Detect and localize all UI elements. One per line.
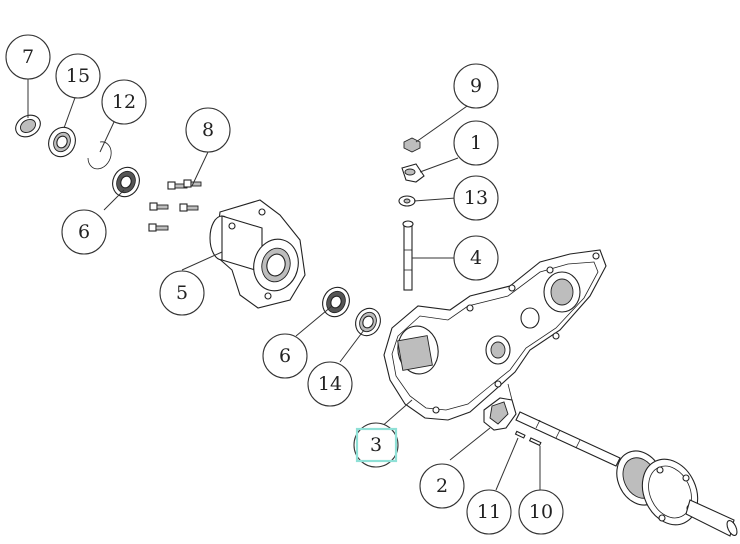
callout-7: 7 [5, 34, 51, 80]
part-2-shift-fork [483, 383, 517, 431]
callout-label: 7 [22, 46, 34, 68]
part-5-housing [209, 199, 306, 309]
leader-lines [27, 76, 541, 491]
callout-12: 12 [101, 79, 147, 125]
callout-label: 12 [112, 91, 136, 113]
part-12-circlip [87, 141, 112, 170]
callout-label: 11 [477, 501, 501, 523]
callout-4: 4 [453, 235, 499, 281]
callout-label: 15 [66, 65, 90, 87]
part-3-gearbox-case [383, 249, 607, 421]
callout-label: 6 [279, 345, 291, 367]
callout-label: 10 [529, 501, 553, 523]
part-4-shaft [402, 220, 414, 291]
callout-label: 5 [176, 282, 188, 304]
part-14-seal [355, 307, 381, 337]
callout-6-upper: 6 [61, 209, 107, 255]
callout-label: 9 [470, 75, 482, 97]
callout-label: 4 [470, 247, 482, 269]
callout-15: 15 [55, 53, 101, 99]
part-13-washer [398, 195, 416, 207]
selection-highlight-box [355, 427, 398, 463]
output-shaft-assembly [515, 411, 738, 537]
part-8-bolts [148, 179, 202, 232]
callout-2: 2 [419, 463, 465, 509]
callout-label: 3 [370, 434, 382, 456]
part-10-key [528, 437, 542, 447]
callout-label: 1 [470, 132, 482, 154]
part-11-key [514, 430, 526, 439]
callout-9: 9 [453, 63, 499, 109]
part-7-seal-cap [15, 114, 41, 138]
callout-6-lower: 6 [262, 333, 308, 379]
callout-13: 13 [453, 175, 499, 221]
callout-label: 6 [78, 221, 90, 243]
callout-label: 2 [436, 475, 448, 497]
part-15-seal [48, 126, 76, 158]
callout-14: 14 [307, 361, 353, 407]
callout-1: 1 [453, 120, 499, 166]
callout-10: 10 [518, 489, 564, 535]
callout-11: 11 [466, 489, 512, 535]
callout-label: 8 [202, 119, 214, 141]
part-6-bearing-upper [112, 166, 140, 198]
part-9-nut [403, 137, 421, 153]
callout-8: 8 [185, 107, 231, 153]
part-6-bearing-lower [322, 286, 350, 318]
callout-label: 13 [464, 187, 488, 209]
parts-drawing [15, 114, 738, 537]
part-1-lever [401, 163, 425, 183]
callout-3[interactable]: 3 [353, 422, 399, 468]
callout-label: 14 [318, 373, 342, 395]
callout-5: 5 [159, 270, 205, 316]
